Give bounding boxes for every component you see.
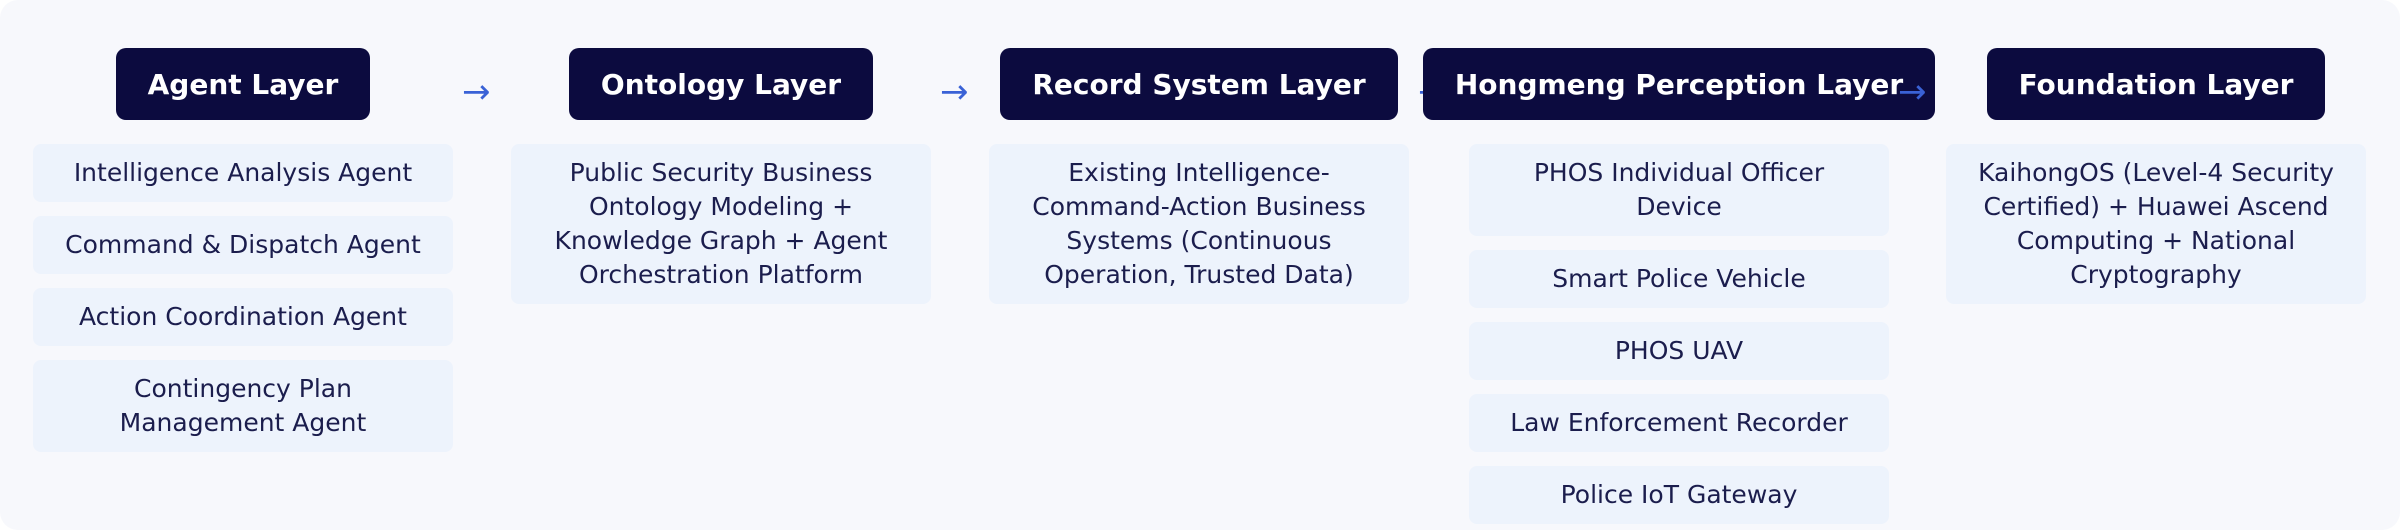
- layer-title-ontology: Ontology Layer: [568, 48, 874, 120]
- layer-items-ontology: Public Security Business Ontology Modeli…: [511, 144, 931, 304]
- layer-title-foundation: Foundation Layer: [1986, 48, 2326, 120]
- arrow-right-icon: →: [940, 72, 969, 112]
- layer-items-hongmeng-perception: PHOS Individual Officer Device Smart Pol…: [1469, 144, 1889, 524]
- arrow-right-icon: →: [1898, 72, 1927, 112]
- layer-ontology: Ontology Layer Public Security Business …: [511, 0, 931, 304]
- layer-item: Contingency Plan Management Agent: [33, 360, 453, 452]
- layer-item: Existing Intelligence-Command-Action Bus…: [989, 144, 1409, 304]
- layer-item: Police IoT Gateway: [1469, 466, 1889, 524]
- layer-item: PHOS Individual Officer Device: [1469, 144, 1889, 236]
- layer-items-foundation: KaihongOS (Level-4 Security Certified) +…: [1946, 144, 2366, 304]
- layer-item: Command & Dispatch Agent: [33, 216, 453, 274]
- layer-items-agent: Intelligence Analysis Agent Command & Di…: [33, 144, 453, 452]
- layer-item: PHOS UAV: [1469, 322, 1889, 380]
- layer-item: Smart Police Vehicle: [1469, 250, 1889, 308]
- layer-item: Law Enforcement Recorder: [1469, 394, 1889, 452]
- layer-item: Public Security Business Ontology Modeli…: [511, 144, 931, 304]
- arrow-right-icon: →: [462, 72, 491, 112]
- layer-items-record-system: Existing Intelligence-Command-Action Bus…: [989, 144, 1409, 304]
- layer-title-hongmeng-perception: Hongmeng Perception Layer: [1422, 48, 1936, 120]
- layer-title-agent: Agent Layer: [115, 48, 371, 120]
- layer-item: Intelligence Analysis Agent: [33, 144, 453, 202]
- layer-item: KaihongOS (Level-4 Security Certified) +…: [1946, 144, 2366, 304]
- layer-foundation: Foundation Layer KaihongOS (Level-4 Secu…: [1946, 0, 2366, 304]
- layer-item: Action Coordination Agent: [33, 288, 453, 346]
- layer-agent: Agent Layer Intelligence Analysis Agent …: [33, 0, 453, 452]
- layer-hongmeng-perception: Hongmeng Perception Layer PHOS Individua…: [1422, 0, 1936, 524]
- layer-title-record-system: Record System Layer: [1000, 48, 1398, 120]
- layer-record-system: Record System Layer Existing Intelligenc…: [989, 0, 1409, 304]
